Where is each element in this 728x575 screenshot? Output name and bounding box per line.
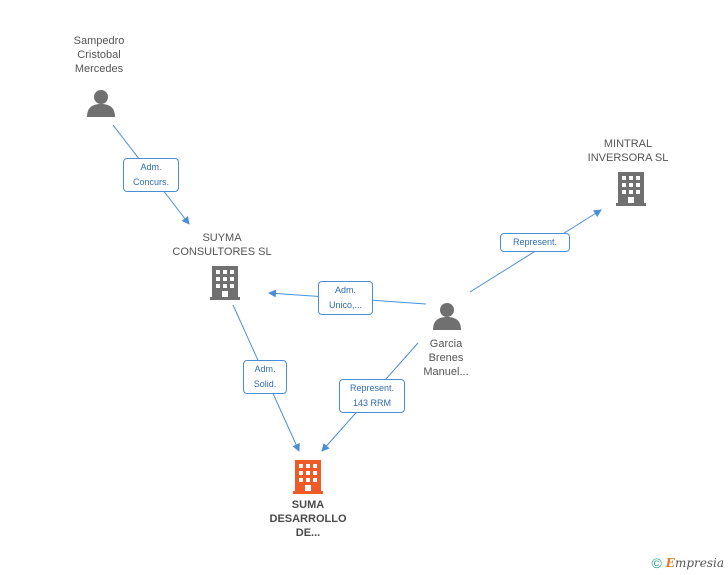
node-label-suyma[interactable]: SUYMA CONSULTORES SL	[172, 232, 272, 258]
person-icon[interactable]	[433, 303, 461, 330]
empresia-logo: © Empresia	[651, 555, 724, 571]
building-icon[interactable]	[210, 266, 240, 300]
brand-name: Empresia	[665, 556, 724, 570]
building-icon[interactable]	[616, 172, 646, 206]
node-label-mintral[interactable]: MINTRAL INVERSORA SL	[587, 138, 669, 164]
edge-label-adm-concurs: Adm. Concurs.	[123, 158, 179, 192]
node-label-garcia[interactable]: Garcia Brenes Manuel...	[423, 338, 469, 378]
node-label-sampedro[interactable]: Sampedro Cristobal Mercedes	[73, 35, 125, 75]
edge-label-represent-143: Represent. 143 RRM	[339, 379, 405, 413]
node-label-suma[interactable]: SUMA DESARROLLO DE...	[269, 499, 347, 539]
edge-label-adm-unico: Adm. Unico,...	[318, 281, 373, 315]
copyright-icon: ©	[651, 555, 662, 571]
edge-label-adm-solid: Adm. Solid.	[243, 360, 287, 394]
building-icon[interactable]	[293, 460, 323, 494]
person-icon[interactable]	[87, 90, 115, 117]
edge-label-represent-mintral: Represent.	[500, 233, 570, 252]
